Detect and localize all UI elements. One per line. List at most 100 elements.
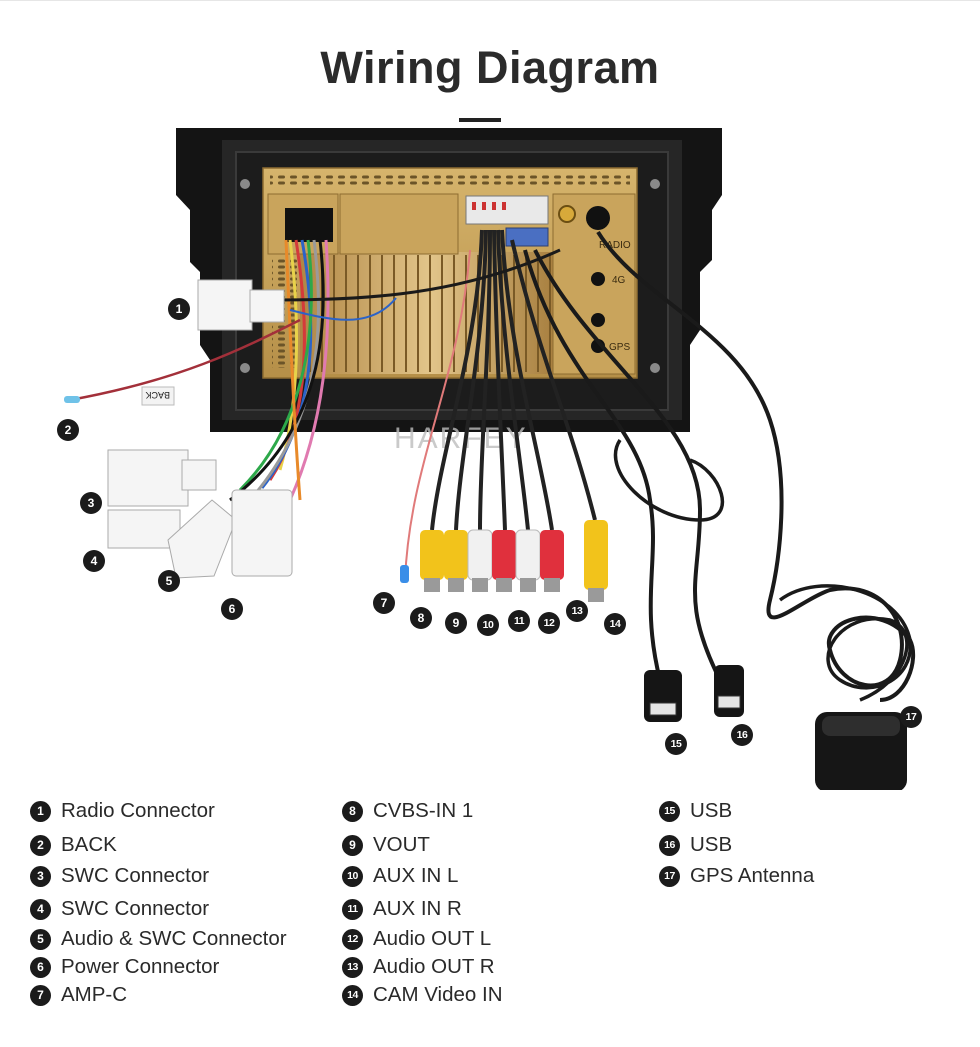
radio-connector-plug: [249, 289, 285, 323]
legend-item-2: 2 BACK: [30, 832, 117, 858]
head-unit: RADIO 4G GPS: [176, 128, 722, 432]
main-harness-socket: [285, 208, 333, 242]
swc-connector-3-clip: [181, 459, 217, 491]
callout-11: 11: [508, 610, 530, 632]
callout-15: 15: [665, 733, 687, 755]
callout-7: 7: [373, 592, 395, 614]
legend-label: AUX IN L: [373, 864, 459, 887]
callout-2: 2: [57, 419, 79, 441]
legend-item-12: 12 Audio OUT L: [342, 926, 491, 952]
legend-label: Radio Connector: [61, 799, 215, 822]
legend-label: Audio OUT L: [373, 927, 492, 950]
callout-10: 10: [477, 614, 499, 636]
watermark: HARFEY: [394, 422, 528, 455]
legend-label: AUX IN R: [373, 897, 462, 920]
legend-item-4: 4 SWC Connector: [30, 896, 209, 922]
callout-9: 9: [445, 612, 467, 634]
swc-connector-3: [107, 449, 189, 507]
legend-item-6: 6 Power Connector: [30, 954, 219, 980]
legend-label: USB: [690, 799, 733, 822]
callout-8: 8: [410, 607, 432, 629]
legend-label: CAM Video IN: [373, 983, 503, 1006]
legend-badge: 6: [30, 956, 51, 978]
callout-14: 14: [604, 613, 626, 635]
rca-plug-audio-out-l: [515, 529, 541, 581]
back-tag: BACK: [141, 386, 175, 406]
callout-16: 16: [731, 724, 753, 746]
legend-item-8: 8 CVBS-IN 1: [342, 798, 473, 824]
legend-label: SWC Connector: [61, 897, 210, 920]
legend-badge: 2: [30, 834, 51, 856]
legend-item-5: 5 Audio & SWC Connector: [30, 926, 287, 952]
screw-bottom-left: [240, 363, 250, 373]
legend-label: BACK: [61, 833, 117, 856]
legend-label: CVBS-IN 1: [373, 799, 474, 822]
callout-3: 3: [80, 492, 102, 514]
svg-text:BACK: BACK: [145, 390, 170, 400]
legend-badge: 12: [342, 928, 363, 950]
legend-item-14: 14 CAM Video IN: [342, 982, 503, 1008]
legend-badge: 7: [30, 984, 51, 1006]
radio-antenna-socket: [586, 206, 610, 230]
legend-badge: 14: [342, 984, 363, 1006]
power-connector: [231, 489, 293, 577]
legend-item-11: 11 AUX IN R: [342, 896, 462, 922]
fourg-socket: [591, 272, 605, 286]
fourg-label: 4G: [612, 275, 626, 286]
title-underline: [459, 118, 501, 122]
legend-badge: 10: [342, 865, 363, 887]
connectors: [107, 279, 293, 579]
rca-plug-cam: [584, 520, 608, 590]
legend-item-1: 1 Radio Connector: [30, 798, 215, 824]
legend-item-15: 15 USB: [659, 798, 732, 824]
rca-plug-aux-l: [467, 529, 493, 581]
screw-bottom-right: [650, 363, 660, 373]
legend-label: Power Connector: [61, 955, 220, 978]
radio-label: RADIO: [599, 240, 631, 251]
amp-c-tip: [400, 565, 409, 583]
multi-pin-socket: [465, 195, 549, 225]
legend-label: SWC Connector: [61, 864, 210, 887]
top-divider: [0, 0, 980, 1]
usb-cables: [523, 249, 744, 722]
callout-1: 1: [168, 298, 190, 320]
usb-port-2: [717, 695, 741, 709]
side-panel-middle: [339, 193, 459, 255]
legend-label: USB: [690, 833, 733, 856]
rca-plug-cvbs: [420, 530, 444, 580]
callout-17: 17: [900, 706, 922, 728]
mid-socket: [591, 313, 605, 327]
gps-socket-gold: [558, 205, 576, 223]
legend-badge: 4: [30, 898, 51, 920]
socket-pins: [472, 202, 506, 210]
gps-puck-top: [822, 716, 900, 736]
legend-badge: 13: [342, 956, 363, 978]
screw-top-right: [650, 179, 660, 189]
rca-plug-vout: [444, 530, 468, 580]
legend-badge: 15: [659, 800, 680, 822]
rca-bundle: [430, 229, 597, 531]
screw-top-left: [240, 179, 250, 189]
usb-plug-2: [714, 665, 744, 717]
wire-harness: [229, 239, 330, 502]
callout-6: 6: [221, 598, 243, 620]
legend-item-13: 13 Audio OUT R: [342, 954, 495, 980]
callout-5: 5: [158, 570, 180, 592]
callout-13: 13: [566, 600, 588, 622]
legend-item-17: 17 GPS Antenna: [659, 863, 814, 889]
legend-item-9: 9 VOUT: [342, 832, 430, 858]
legend-item-7: 7 AMP-C: [30, 982, 127, 1008]
page-title: Wiring Diagram: [320, 42, 660, 93]
fin-lines: [309, 255, 551, 372]
legend-badge: 11: [342, 898, 363, 920]
rca-plug-aux-r: [492, 530, 516, 580]
legend-badge: 5: [30, 928, 51, 950]
usb-socket-block: [505, 227, 549, 247]
gps-antenna: [596, 230, 916, 790]
rca-plugs: [420, 520, 608, 602]
callout-4: 4: [83, 550, 105, 572]
legend-badge: 1: [30, 800, 51, 822]
legend-badge: 16: [659, 834, 680, 856]
rca-plug-audio-out-r: [540, 530, 564, 580]
legend-badge: 3: [30, 865, 51, 887]
